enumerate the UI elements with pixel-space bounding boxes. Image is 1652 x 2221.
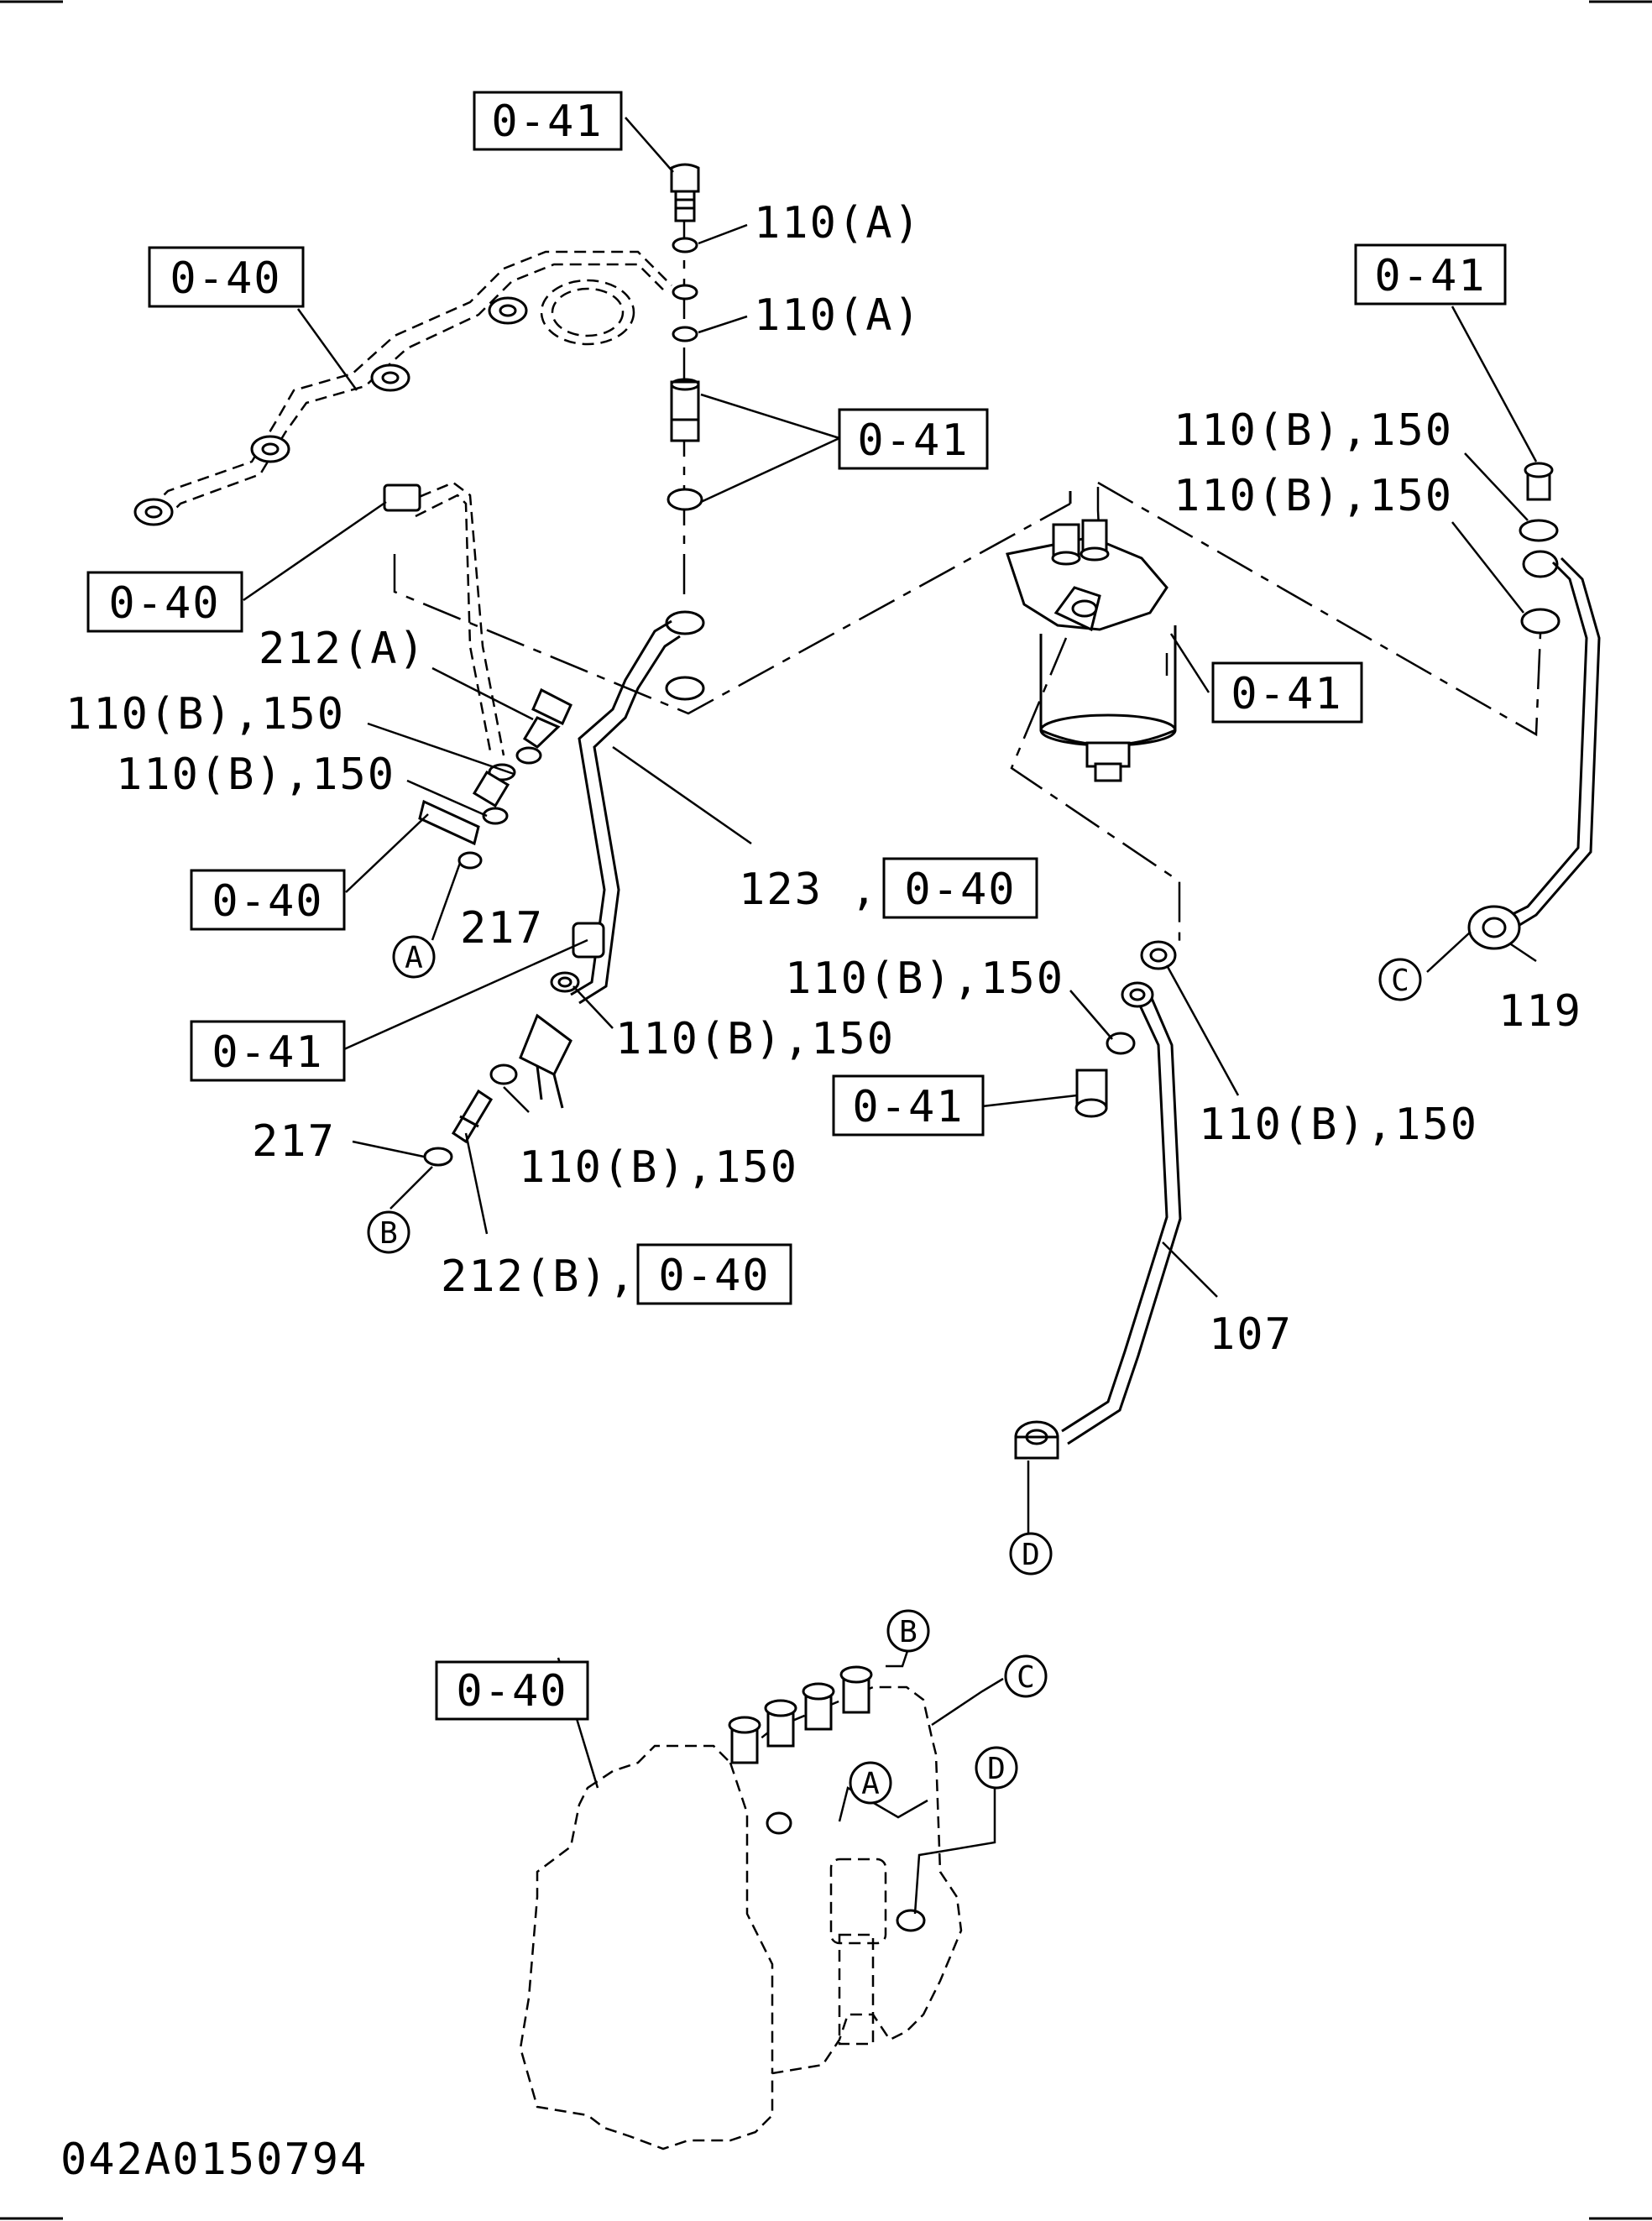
- center-lines: [393, 210, 1542, 1549]
- part-label-110b150-pipe-lower: 110(B),150: [519, 1142, 798, 1193]
- pipe-119: [1467, 462, 1601, 950]
- part-label-110b150-107: 110(B),150: [1199, 1100, 1478, 1150]
- part-label-107: 107: [1209, 1309, 1293, 1360]
- ref-box-0-40-212b: 0-40: [636, 1243, 792, 1305]
- svg-text:D: D: [1022, 1538, 1040, 1572]
- part-label-110b150-left-upper: 110(B),150: [65, 689, 345, 739]
- marker-d-pump: D: [975, 1746, 1018, 1790]
- part-label-110b150-right-upper: 110(B),150: [1174, 405, 1453, 456]
- svg-text:A: A: [405, 941, 423, 975]
- fuel-filter: [1006, 519, 1177, 782]
- ref-label: 0-41: [212, 1027, 323, 1078]
- ref-box-0-41-107: 0-41: [832, 1074, 985, 1137]
- part-label-110b150-pipe-upper: 110(B),150: [615, 1014, 895, 1064]
- part-label-212a: 212(A): [259, 624, 426, 674]
- pump-delivery-valve-2: [764, 1699, 797, 1748]
- marker-c-pump: C: [1004, 1654, 1048, 1698]
- return-pipe-left: [383, 481, 505, 756]
- pipe-107: [1014, 940, 1182, 1460]
- pipe-nut-3: [370, 363, 410, 392]
- ref-box-0-41-filter: 0-41: [1211, 661, 1363, 724]
- banjo-bolt-stack: [665, 163, 705, 701]
- ref-label: 0-40: [108, 578, 220, 629]
- leader-lines: [243, 117, 1538, 1915]
- svg-text:B: B: [899, 1615, 917, 1649]
- ref-box-0-41-right: 0-41: [1354, 243, 1507, 306]
- ref-label: 0-40: [170, 253, 281, 304]
- part-label-123: 123 ,: [739, 865, 879, 915]
- part-label-119: 119: [1498, 986, 1582, 1037]
- pipe-nut-1: [133, 498, 174, 526]
- pipe-123: [423, 619, 681, 1167]
- part-label-212b: 212(B),: [441, 1252, 636, 1302]
- figure-id: 042A0150794: [60, 2135, 368, 2185]
- injection-pipes: [133, 250, 672, 526]
- marker-d-upper: D: [1009, 1532, 1053, 1576]
- svg-text:C: C: [1017, 1660, 1035, 1695]
- part-label-110a-lower: 110(A): [754, 290, 922, 341]
- marker-b-pump: B: [886, 1609, 930, 1653]
- ref-label: 0-41: [1374, 251, 1486, 301]
- part-label-110b150-filter-outlet: 110(B),150: [785, 954, 1064, 1004]
- ref-label: 0-40: [904, 865, 1016, 915]
- ref-box-0-40-top-left: 0-40: [148, 246, 305, 308]
- pipe-nut-4: [488, 296, 528, 325]
- svg-text:D: D: [987, 1752, 1006, 1786]
- ref-label: 0-41: [852, 1082, 964, 1132]
- part-label-110b150-left-lower: 110(B),150: [116, 750, 395, 800]
- part-label-110a-upper: 110(A): [754, 198, 922, 248]
- injection-pump: [519, 1665, 963, 2150]
- ref-box-0-41-left: 0-41: [190, 1020, 346, 1082]
- ref-label: 0-41: [1231, 669, 1342, 719]
- pump-delivery-valve-4: [839, 1665, 873, 1714]
- ref-label: 0-40: [212, 876, 323, 927]
- ref-label: 0-40: [456, 1666, 567, 1717]
- ref-label: 0-40: [658, 1251, 770, 1301]
- marker-a-upper: A: [392, 935, 436, 979]
- ref-label: 0-41: [857, 415, 969, 466]
- marker-b-upper: B: [367, 1210, 410, 1254]
- pipe-nut-2: [250, 435, 290, 463]
- part-label-217-upper: 217: [460, 903, 544, 954]
- svg-text:A: A: [861, 1767, 880, 1801]
- marker-c-upper: C: [1378, 958, 1422, 1001]
- ref-box-0-40-left: 0-40: [86, 571, 243, 633]
- marker-a-pump: A: [849, 1761, 892, 1805]
- ref-label: 0-41: [491, 97, 603, 147]
- ref-box-0-40-mid-left: 0-40: [190, 869, 346, 931]
- pump-delivery-valve-3: [802, 1682, 835, 1731]
- pump-delivery-valve-1: [728, 1716, 761, 1764]
- ref-box-0-40-pump: 0-40: [435, 1660, 589, 1721]
- part-label-217-lower: 217: [252, 1116, 336, 1167]
- svg-text:B: B: [379, 1216, 398, 1251]
- ref-box-0-41-center: 0-41: [838, 408, 989, 470]
- ref-box-0-40-123: 0-40: [882, 857, 1038, 919]
- ref-box-0-41-top: 0-41: [473, 91, 623, 151]
- svg-text:C: C: [1391, 964, 1409, 998]
- part-label-110b150-right-lower: 110(B),150: [1174, 471, 1453, 521]
